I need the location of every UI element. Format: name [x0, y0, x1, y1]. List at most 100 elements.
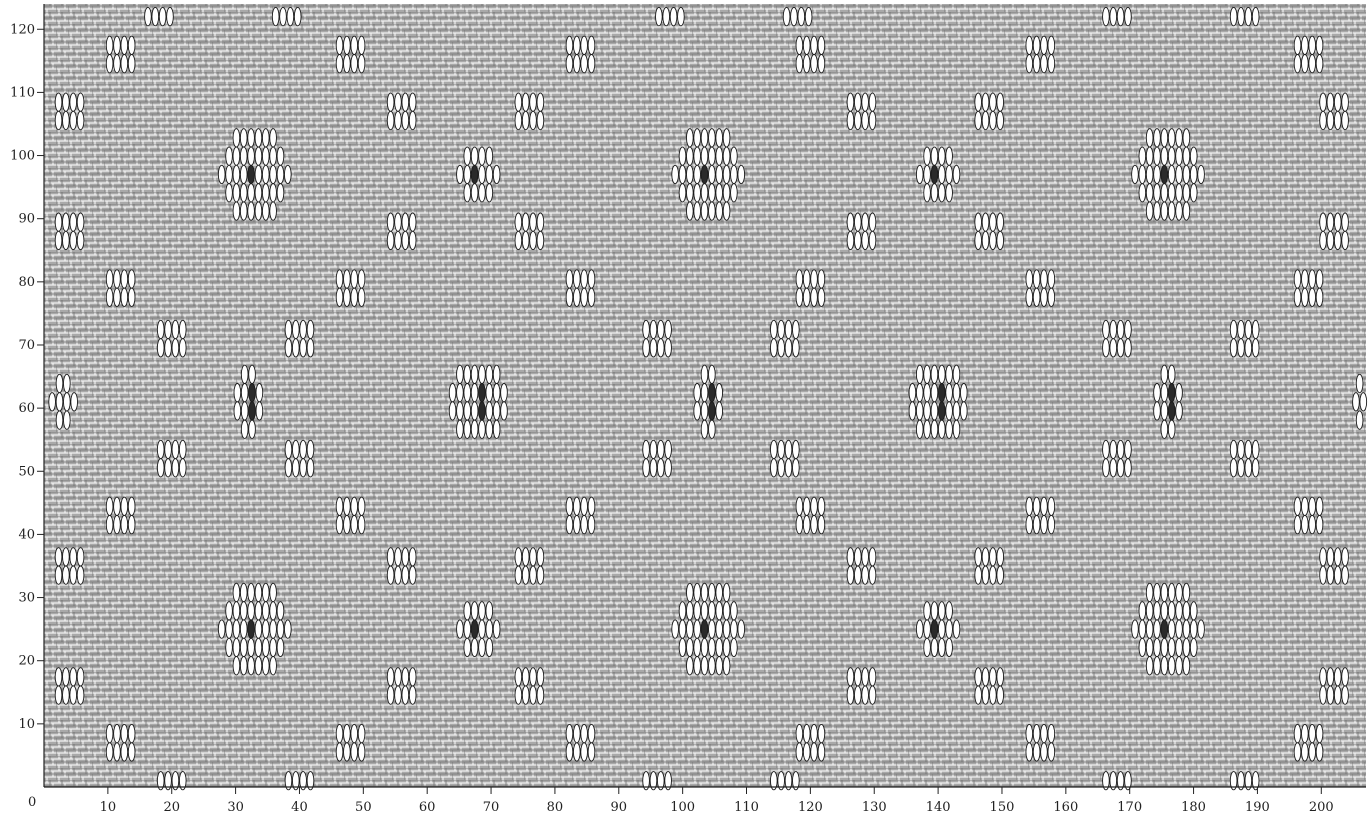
motif-oval: [847, 686, 854, 704]
motif-oval: [395, 111, 402, 129]
motif-oval: [255, 165, 262, 183]
motif-oval: [916, 365, 923, 383]
motif-oval: [464, 365, 471, 383]
motif-oval: [1103, 459, 1110, 477]
motif-oval: [716, 202, 723, 220]
motif-oval: [1168, 602, 1175, 620]
motif-oval: [701, 147, 708, 165]
motif-oval: [351, 288, 358, 306]
motif-oval: [1146, 202, 1153, 220]
motif-oval-dark: [1168, 402, 1175, 420]
motif-oval: [471, 365, 478, 383]
motif-oval: [1183, 583, 1190, 601]
motif-oval: [248, 657, 255, 675]
motif-oval: [1183, 165, 1190, 183]
motif-oval: [55, 213, 62, 231]
motif-oval: [240, 129, 247, 147]
y-tick-label: 60: [18, 401, 35, 416]
motif-oval: [358, 497, 365, 515]
motif-oval: [869, 548, 876, 566]
motif-oval: [63, 686, 70, 704]
motif-oval: [701, 583, 708, 601]
motif-oval: [300, 440, 307, 458]
motif-oval: [938, 620, 945, 638]
motif-oval: [522, 668, 529, 686]
motif-oval: [1309, 55, 1316, 73]
motif-oval: [811, 724, 818, 742]
motif-oval: [1033, 724, 1040, 742]
motif-oval: [285, 459, 292, 477]
motif-oval: [588, 515, 595, 533]
motif-oval: [847, 213, 854, 231]
motif-oval: [159, 7, 166, 25]
motif-oval: [694, 657, 701, 675]
motif-oval: [924, 638, 931, 656]
motif-oval: [1168, 202, 1175, 220]
motif-oval: [63, 566, 70, 584]
motif-oval: [55, 93, 62, 111]
motif-oval: [522, 213, 529, 231]
motif-oval: [650, 459, 657, 477]
motif-oval: [241, 384, 248, 402]
motif-oval: [1026, 497, 1033, 515]
motif-oval: [916, 384, 923, 402]
motif-oval: [240, 583, 247, 601]
motif-oval: [307, 339, 314, 357]
motif-oval: [1041, 724, 1048, 742]
motif-oval: [167, 7, 174, 25]
motif-oval-dark: [1161, 620, 1168, 638]
motif-oval: [249, 365, 256, 383]
motif-oval: [233, 165, 240, 183]
motif-oval: [931, 602, 938, 620]
motif-oval: [1316, 270, 1323, 288]
motif-oval: [248, 147, 255, 165]
motif-oval: [573, 288, 580, 306]
motif-oval: [701, 638, 708, 656]
motif-oval: [1154, 620, 1161, 638]
motif-oval: [1041, 36, 1048, 54]
motif-oval: [152, 7, 159, 25]
motif-oval: [716, 657, 723, 675]
motif-oval: [106, 288, 113, 306]
motif-oval: [479, 602, 486, 620]
motif-oval-dark: [471, 165, 478, 183]
motif-oval: [248, 202, 255, 220]
motif-oval: [515, 686, 522, 704]
motif-oval: [1161, 402, 1168, 420]
motif-oval: [172, 440, 179, 458]
motif-oval: [1309, 724, 1316, 742]
motif-oval: [709, 365, 716, 383]
motif-oval: [63, 374, 70, 392]
motif-oval: [344, 724, 351, 742]
motif-oval: [1146, 583, 1153, 601]
motif-oval: [1154, 184, 1161, 202]
motif-oval: [686, 165, 693, 183]
motif-oval: [924, 620, 931, 638]
motif-oval: [1327, 548, 1334, 566]
motif-oval: [1190, 184, 1197, 202]
motif-oval-dark: [248, 165, 255, 183]
motif-oval: [1154, 602, 1161, 620]
motif-oval: [1176, 165, 1183, 183]
motif-oval: [270, 184, 277, 202]
motif-oval: [479, 620, 486, 638]
motif-oval: [643, 440, 650, 458]
motif-oval: [1146, 165, 1153, 183]
motif-oval: [395, 686, 402, 704]
motif-oval: [566, 55, 573, 73]
motif-oval: [975, 93, 982, 111]
motif-oval: [358, 270, 365, 288]
motif-oval: [249, 420, 256, 438]
motif-oval: [336, 270, 343, 288]
motif-oval: [953, 620, 960, 638]
motif-oval: [1320, 566, 1327, 584]
motif-oval: [1041, 743, 1048, 761]
motif-oval: [114, 743, 121, 761]
motif-oval: [916, 402, 923, 420]
motif-oval: [716, 165, 723, 183]
motif-oval: [709, 165, 716, 183]
motif-oval: [1125, 7, 1132, 25]
motif-oval: [292, 339, 299, 357]
motif-oval: [716, 184, 723, 202]
